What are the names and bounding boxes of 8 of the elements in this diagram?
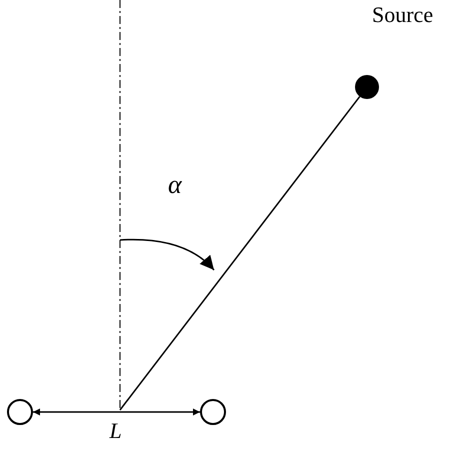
line (119, 96, 360, 410)
angle-label: α (168, 172, 182, 198)
edge-label: L (110, 420, 122, 442)
sensor-circle (200, 399, 226, 425)
arrow (33, 408, 200, 416)
source-dot (355, 75, 379, 99)
sensor-circle (7, 399, 33, 425)
source-label: Source (372, 4, 434, 26)
